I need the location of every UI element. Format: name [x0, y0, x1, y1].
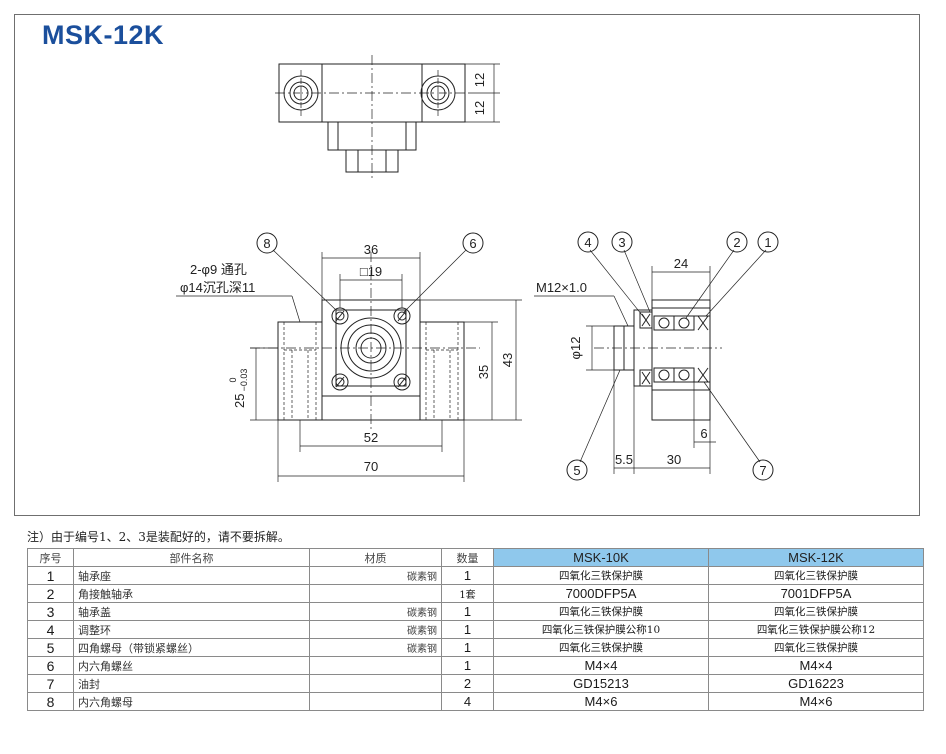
cell-msk12k: M4×6	[708, 692, 924, 711]
cell-qty: 1	[441, 620, 494, 639]
callout-6: 6	[469, 236, 476, 251]
dim-center-height: 25	[232, 394, 247, 408]
top-dim-lower: 12	[472, 101, 487, 115]
cell-name: 油封	[73, 674, 310, 693]
cell-msk10k: M4×6	[493, 692, 709, 711]
cell-material	[309, 674, 442, 693]
cell-msk10k: 四氧化三铁保护膜	[493, 638, 709, 657]
table-row: 7 油封 2 GD15213 GD16223	[27, 674, 924, 693]
cell-qty: 1	[441, 656, 494, 675]
parts-table: 序号 部件名称 材质 数量 MSK-10K MSK-12K 1 轴承座 碳素钢 …	[27, 548, 924, 711]
cell-material: 碳素钢	[309, 602, 442, 621]
cell-material	[309, 584, 442, 603]
technical-drawing: 12 12 36 □19 2-φ9 通孔 φ14沉孔深11 25 0 −0.03…	[176, 55, 779, 482]
cell-name: 轴承盖	[73, 602, 310, 621]
cell-msk10k: 四氧化三铁保护膜公称10	[493, 620, 709, 639]
cell-msk10k: GD15213	[493, 674, 709, 693]
top-view	[275, 55, 500, 178]
cell-no: 6	[27, 656, 74, 675]
table-row: 2 角接触轴承 1套 7000DFP5A 7001DFP5A	[27, 584, 924, 603]
cell-no: 1	[27, 566, 74, 585]
dim-side-width: 24	[674, 256, 688, 271]
col-header-no: 序号	[27, 548, 74, 567]
table-row: 1 轴承座 碳素钢 1 四氧化三铁保护膜 四氧化三铁保护膜	[27, 566, 924, 585]
dim-step: 6	[700, 426, 707, 441]
dim-side-length: 30	[667, 452, 681, 467]
callout-1: 1	[764, 235, 771, 250]
cell-msk12k: M4×4	[708, 656, 924, 675]
callout-5: 5	[573, 463, 580, 478]
cell-msk12k: GD16223	[708, 674, 924, 693]
callout-4: 4	[584, 235, 591, 250]
dim-body-height: 35	[476, 365, 491, 379]
cell-msk10k: 四氧化三铁保护膜	[493, 602, 709, 621]
cell-qty: 1	[441, 566, 494, 585]
cell-no: 7	[27, 674, 74, 693]
cell-no: 3	[27, 602, 74, 621]
cell-no: 8	[27, 692, 74, 711]
cell-msk12k: 四氧化三铁保护膜	[708, 638, 924, 657]
table-row: 5 四角螺母（带锁紧螺丝） 碳素钢 1 四氧化三铁保护膜 四氧化三铁保护膜	[27, 638, 924, 657]
dim-square: □19	[360, 264, 382, 279]
cell-material	[309, 656, 442, 675]
assembly-note: 注）由于编号1、2、3是装配好的，请不要拆解。	[27, 530, 290, 544]
cell-name: 四角螺母（带锁紧螺丝）	[73, 638, 310, 657]
cell-name: 内六角螺母	[73, 692, 310, 711]
cell-qty: 1	[441, 638, 494, 657]
tol-lower: −0.03	[239, 369, 249, 392]
callout-2: 2	[733, 235, 740, 250]
cell-material	[309, 692, 442, 711]
cell-msk12k: 四氧化三铁保护膜	[708, 602, 924, 621]
dim-offset-left: 5.5	[615, 452, 633, 467]
callout-3: 3	[618, 235, 625, 250]
dim-pitch: 52	[364, 430, 378, 445]
cell-qty: 1	[441, 602, 494, 621]
cell-qty: 4	[441, 692, 494, 711]
col-header-qty: 数量	[441, 548, 494, 567]
cell-msk10k: M4×4	[493, 656, 709, 675]
cell-name: 角接触轴承	[73, 584, 310, 603]
cell-msk12k: 四氧化三铁保护膜公称12	[708, 620, 924, 639]
drawing-frame	[14, 14, 920, 516]
thread-label: M12×1.0	[536, 280, 587, 295]
cell-name: 内六角螺丝	[73, 656, 310, 675]
top-dim-upper: 12	[472, 73, 487, 87]
cell-name: 轴承座	[73, 566, 310, 585]
cell-qty: 2	[441, 674, 494, 693]
table-row: 8 内六角螺母 4 M4×6 M4×6	[27, 692, 924, 711]
cell-no: 2	[27, 584, 74, 603]
callout-7: 7	[759, 463, 766, 478]
cell-material: 碳素钢	[309, 566, 442, 585]
tol-upper: 0	[228, 377, 238, 382]
cell-qty: 1套	[441, 584, 494, 603]
col-header-name: 部件名称	[73, 548, 310, 567]
front-view	[176, 232, 522, 482]
cell-msk10k: 四氧化三铁保护膜	[493, 566, 709, 585]
table-header-row: 序号 部件名称 材质 数量 MSK-10K MSK-12K	[27, 548, 924, 567]
parts-table-body: 1 轴承座 碳素钢 1 四氧化三铁保护膜 四氧化三铁保护膜 2 角接触轴承 1套…	[27, 566, 924, 711]
col-header-msk12k: MSK-12K	[708, 548, 924, 567]
table-row: 3 轴承盖 碳素钢 1 四氧化三铁保护膜 四氧化三铁保护膜	[27, 602, 924, 621]
cell-material: 碳素钢	[309, 620, 442, 639]
table-row: 6 内六角螺丝 1 M4×4 M4×4	[27, 656, 924, 675]
cell-material: 碳素钢	[309, 638, 442, 657]
cell-msk12k: 7001DFP5A	[708, 584, 924, 603]
side-view	[534, 231, 779, 481]
hole-note-line2: φ14沉孔深11	[180, 280, 255, 295]
cell-msk12k: 四氧化三铁保护膜	[708, 566, 924, 585]
cell-no: 5	[27, 638, 74, 657]
cell-name: 调整环	[73, 620, 310, 639]
col-header-material: 材质	[309, 548, 442, 567]
cell-no: 4	[27, 620, 74, 639]
dim-shaft-dia: φ12	[568, 337, 583, 360]
dim-total-height: 43	[500, 353, 515, 367]
col-header-msk10k: MSK-10K	[493, 548, 709, 567]
hole-note-line1: 2-φ9 通孔	[190, 262, 247, 277]
table-row: 4 调整环 碳素钢 1 四氧化三铁保护膜公称10 四氧化三铁保护膜公称12	[27, 620, 924, 639]
dim-width-top: 36	[364, 242, 378, 257]
model-title: MSK-12K	[42, 20, 165, 50]
callout-8: 8	[263, 236, 270, 251]
cell-msk10k: 7000DFP5A	[493, 584, 709, 603]
dim-length: 70	[364, 459, 378, 474]
